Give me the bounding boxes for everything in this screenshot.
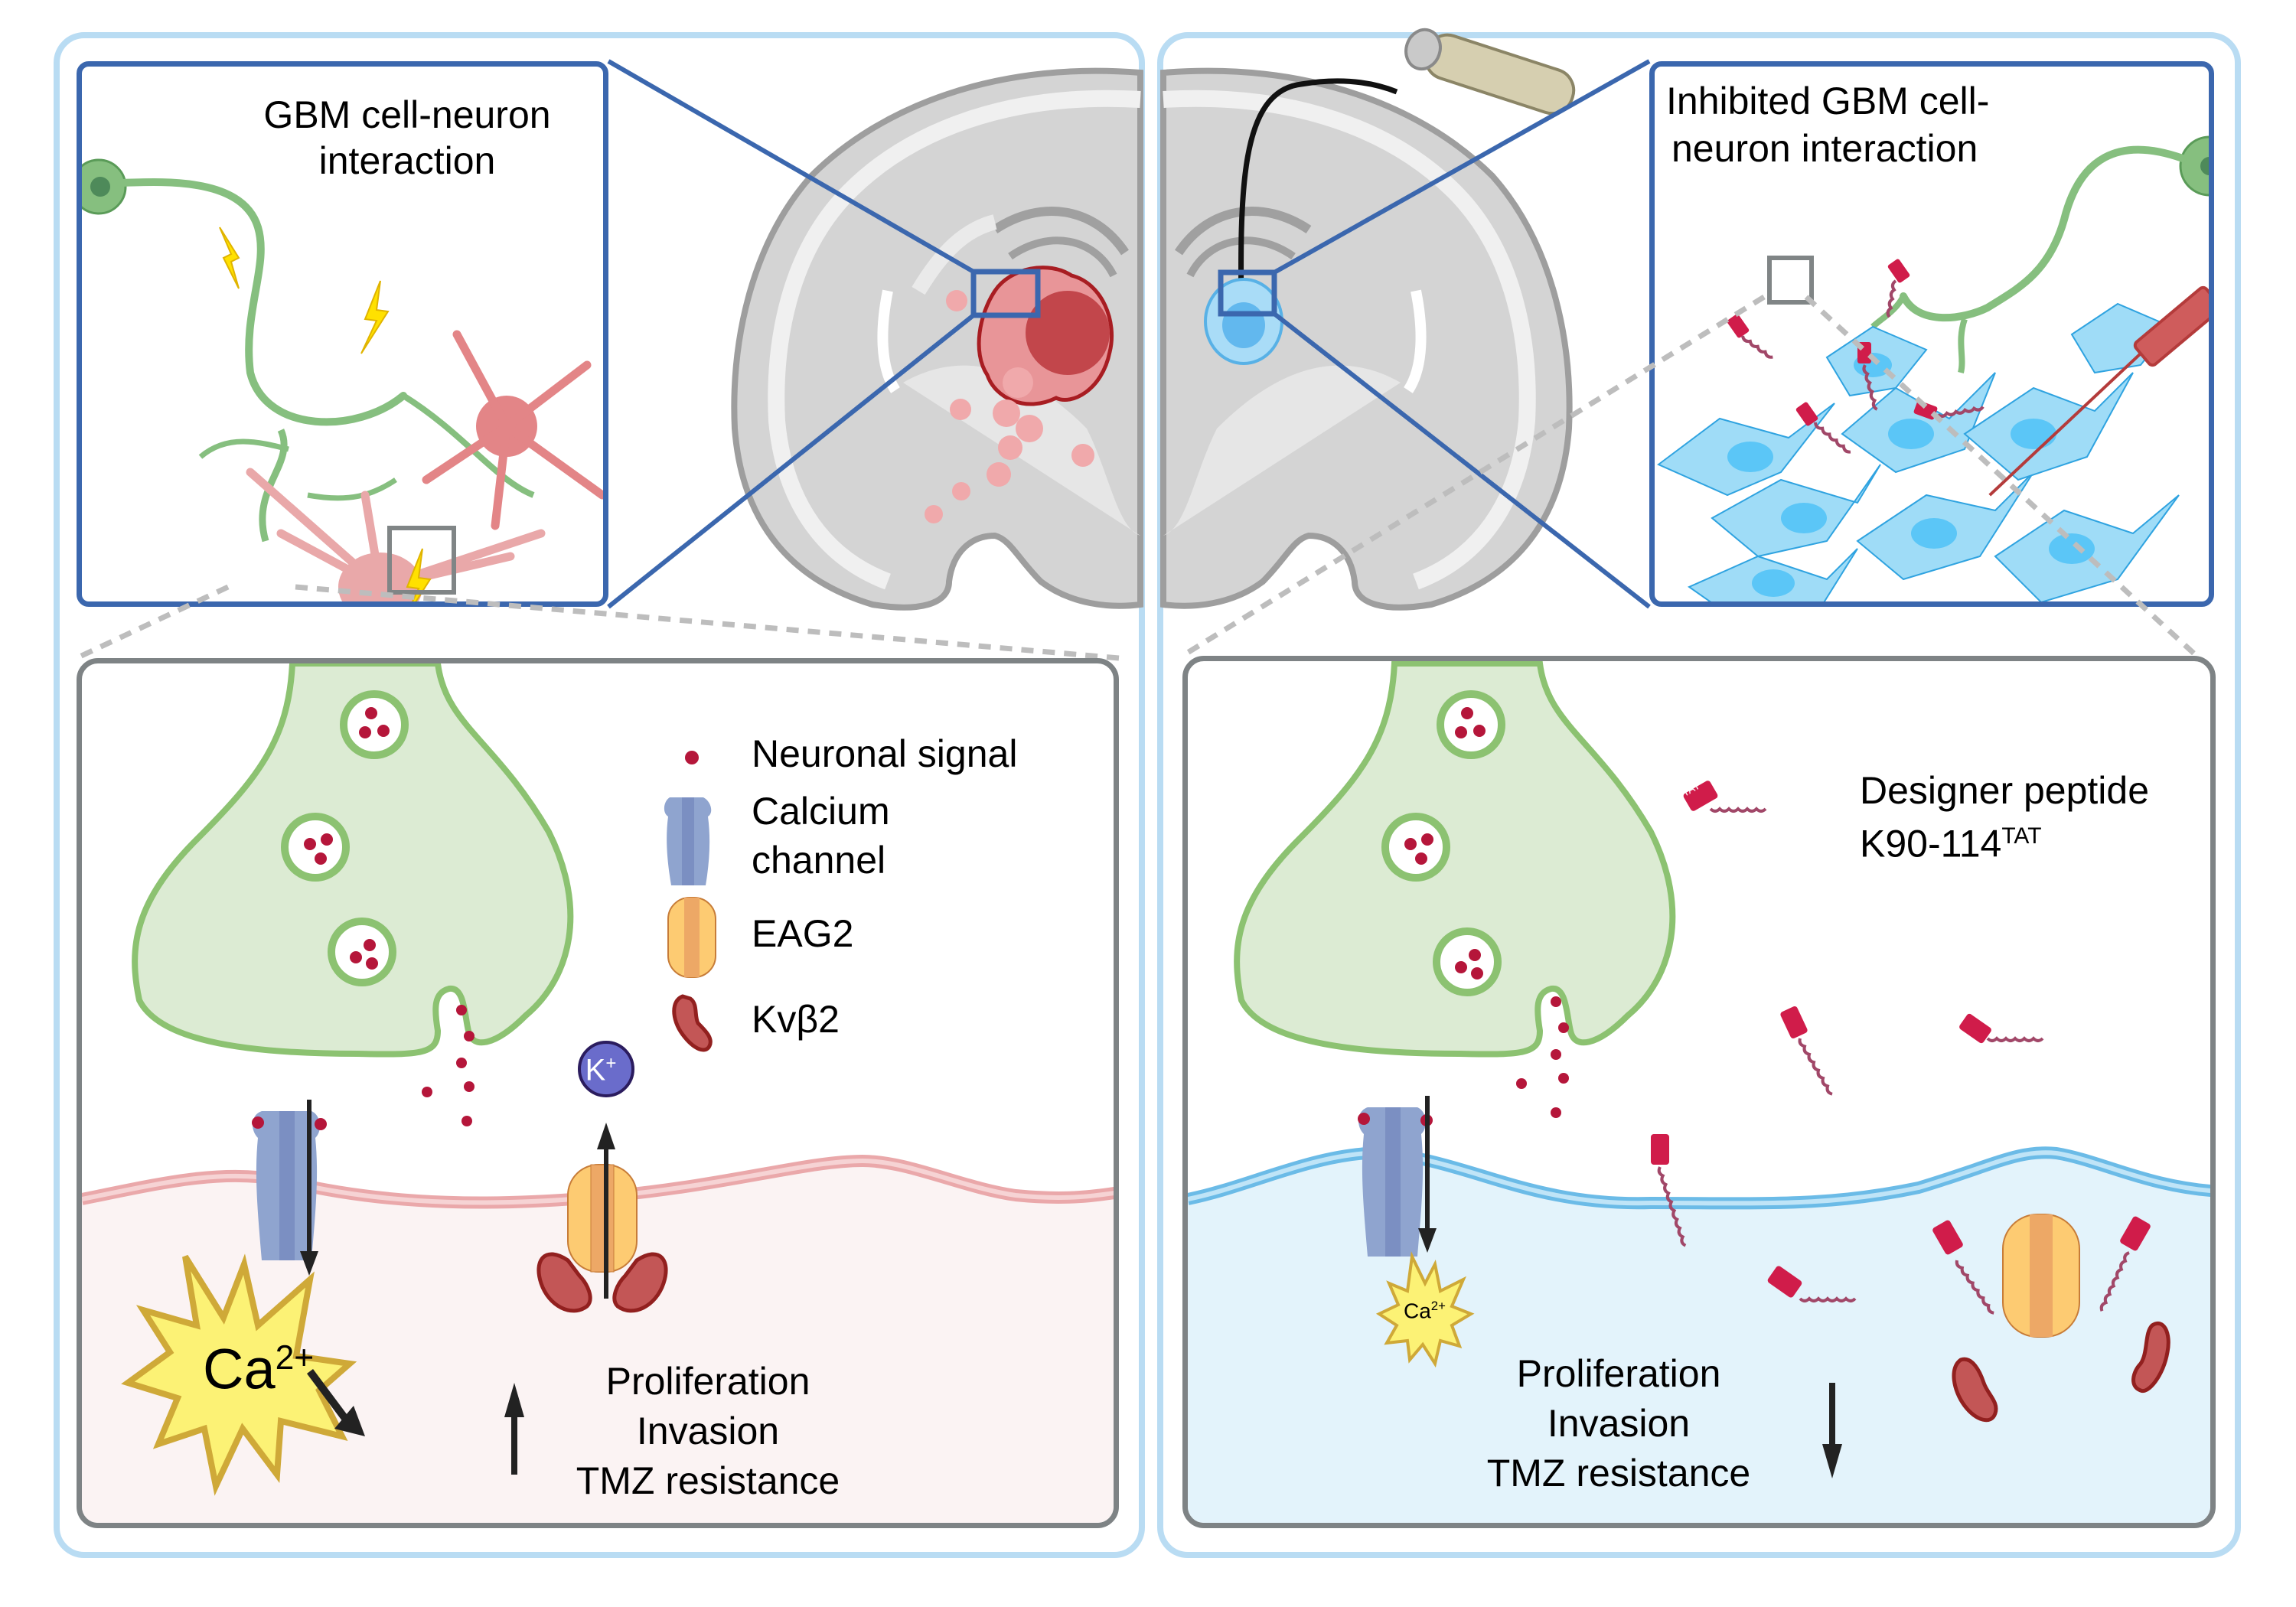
green-neuron-body [2179, 135, 2209, 197]
zoom-box-right-brain [1218, 269, 1277, 317]
lightning-icon [219, 227, 240, 289]
lightning-icon [360, 280, 390, 354]
right-inset-title-line1: Inhibited GBM cell- [1666, 80, 1990, 122]
calcium-burst-star [121, 1253, 357, 1496]
calcium-label-right: Ca2+ [1404, 1299, 1446, 1323]
k-ion-label: K+ [585, 1053, 617, 1087]
calcium-channel-left [252, 1100, 327, 1276]
synaptic-vesicle [1433, 927, 1502, 996]
syringe-icon [1988, 285, 2209, 497]
legend-label-kvb2: Kvβ2 [752, 998, 840, 1041]
lightning-icon [406, 548, 432, 601]
legend-label-designer-peptide: Designer peptide [1860, 769, 2150, 812]
tat-peptide [1795, 402, 1851, 454]
outcome-tmz-resistance-right: TMZ resistance [1486, 1452, 1751, 1495]
tat-peptide [1780, 1006, 1833, 1096]
eag2-channel-right [2002, 1214, 2080, 1338]
kvb2-subunit-free [1952, 1357, 1998, 1423]
legend-neuronal-signal-icon [685, 751, 699, 764]
left-inset-gbm-neuron-interaction: GBM cell-neuron interaction [77, 61, 608, 607]
tat-peptide [2099, 1216, 2151, 1312]
k-ion-bubble [578, 1041, 634, 1097]
tumor-mass [925, 266, 1114, 523]
synaptic-vesicle [328, 918, 396, 986]
neuronal-signal-particles [422, 1005, 475, 1126]
synaptic-vesicle [1381, 813, 1450, 882]
presynaptic-terminal-left [132, 663, 574, 1058]
outcome-invasion-left: Invasion [636, 1410, 780, 1452]
left-synapse-panel [77, 658, 1119, 1528]
zoom-box-left-brain [970, 269, 1041, 318]
infusion-cannula [1238, 78, 1398, 322]
tat-peptide [1886, 259, 1910, 318]
tat-peptide [1767, 1266, 1857, 1302]
neuron-illustration-left [82, 158, 603, 601]
presynaptic-terminal-right [1234, 661, 1676, 1058]
eag2-channel-left [536, 1123, 668, 1313]
calcium-channel-right [1358, 1096, 1437, 1257]
legend-label-neuronal-signal: Neuronal signal [752, 732, 1018, 775]
left-synapse-illustration [82, 663, 1114, 1523]
tat-peptide [1651, 1134, 1687, 1247]
neuronal-signal-particles [1516, 996, 1569, 1118]
left-inset-title-line2: interaction [318, 139, 496, 182]
right-synapse-illustration [1188, 661, 2210, 1523]
infusion-pump-icon [1404, 28, 1576, 116]
legend-kvb2-icon [672, 994, 713, 1052]
legend-label-calcium-channel-1: Calcium [752, 790, 890, 833]
legend-label-k90-114-tat: K90-114TAT [1860, 822, 2042, 865]
arrow-up-icon [504, 1383, 524, 1417]
legend-label-calcium-channel-2: channel [752, 839, 886, 882]
tat-peptide [1959, 1013, 2044, 1044]
synaptic-vesicle [281, 813, 350, 882]
outcome-invasion-right: Invasion [1547, 1402, 1691, 1445]
zoom-box-synapse [387, 526, 456, 595]
right-inset-title-line2: neuron interaction [1671, 127, 1978, 170]
left-inset-title-line1: GBM cell-neuron [263, 93, 551, 136]
outcome-proliferation-left: Proliferation [605, 1360, 810, 1403]
calcium-burst-star-small [1375, 1251, 1475, 1368]
legend-label-eag2: EAG2 [752, 912, 854, 955]
legend-eag2-icon [667, 897, 716, 978]
kvb2-subunit-free [2131, 1322, 2170, 1393]
legend-calcium-channel-icon [664, 797, 712, 885]
legend-tat-peptide-icon [1683, 781, 1767, 813]
synaptic-vesicle [340, 690, 409, 759]
outcome-tmz-resistance-left: TMZ resistance [576, 1459, 840, 1502]
arrow-to-outcomes [334, 1406, 365, 1436]
outcome-proliferation-right: Proliferation [1516, 1352, 1721, 1395]
synaptic-vesicle [1437, 690, 1505, 759]
calcium-label-left: Ca2+ [203, 1337, 315, 1401]
right-synapse-panel [1182, 656, 2216, 1528]
tat-peptide [1932, 1220, 1994, 1315]
zoom-box-glioma [1767, 256, 1814, 305]
tat-peptide [1727, 314, 1773, 359]
arrow-down-icon [1822, 1444, 1842, 1478]
